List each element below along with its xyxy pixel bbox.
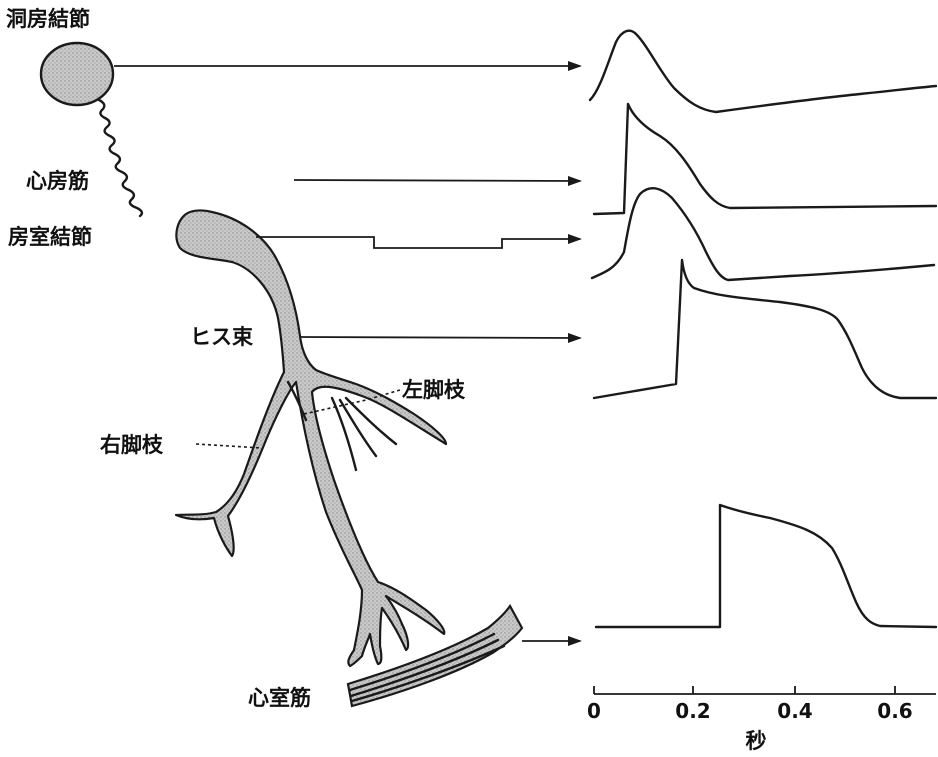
atrial-muscle-arrow [294, 180, 580, 181]
sa-node-shape [41, 43, 113, 105]
atrial-muscle-label: 心房筋 [26, 169, 89, 193]
right-bundle-branch-label: 右脚枝 [100, 433, 164, 457]
his-bundle-action-potential [594, 260, 936, 398]
av-node-arrow [256, 237, 580, 248]
av-node-label: 房室結節 [8, 225, 92, 249]
time-axis: 0 0.2 0.4 0.6 秒 [587, 686, 936, 753]
his-bundle-shape [176, 211, 446, 667]
ventricular-muscle-label: 心室筋 [248, 686, 311, 710]
tick-label: 0.4 [777, 699, 812, 723]
right-branch-leader [196, 444, 262, 448]
sa-node-action-potential [590, 31, 936, 112]
tick-label: 0.6 [877, 699, 912, 723]
ventricular-muscle-action-potential [596, 505, 936, 627]
atrial-muscle-action-potential [594, 104, 936, 214]
tick-label: 0.2 [675, 699, 710, 723]
his-bundle-label: ヒス束 [190, 325, 254, 349]
sa-node-label: 洞房結節 [6, 7, 90, 31]
internodal-pathway [99, 100, 142, 216]
av-node-action-potential [592, 188, 934, 280]
time-axis-label: 秒 [746, 729, 767, 753]
left-bundle-branch-label: 左脚枝 [402, 378, 466, 402]
his-bundle-arrow [300, 337, 580, 338]
tick-label: 0 [587, 699, 601, 723]
